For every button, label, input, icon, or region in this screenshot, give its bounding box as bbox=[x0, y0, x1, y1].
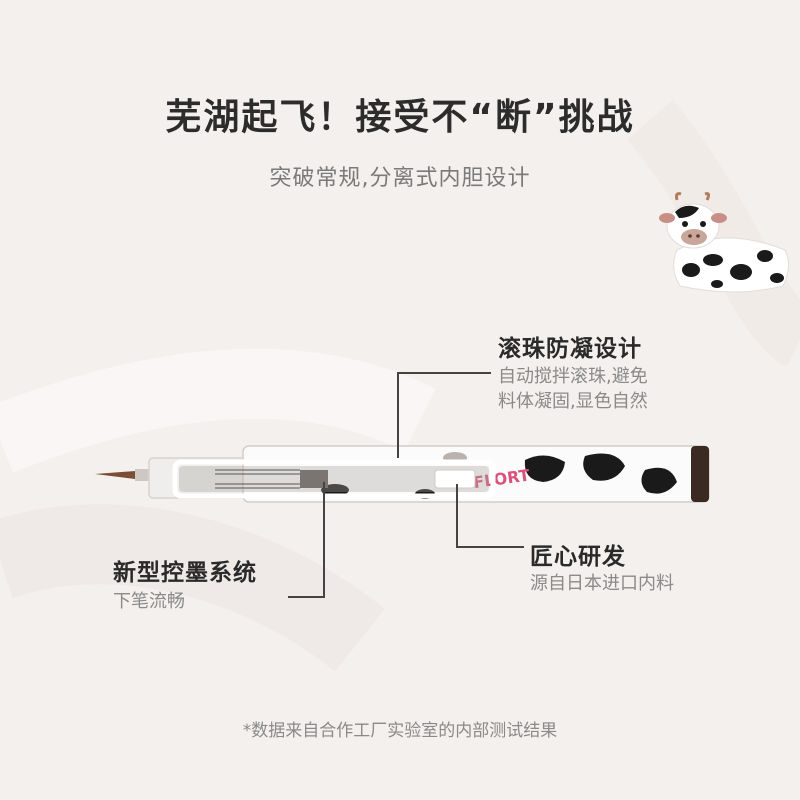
connector-ink-vertical bbox=[323, 482, 325, 596]
subtitle: 突破常规,分离式内胆设计 bbox=[269, 166, 531, 191]
ball-design-title: 滚珠防凝设计 bbox=[498, 336, 642, 362]
connector-ink-horizontal bbox=[288, 596, 325, 598]
ball-design-desc-line1: 自动搅拌滚珠,避免 bbox=[498, 366, 648, 387]
connector-ball-horizontal bbox=[397, 372, 491, 374]
ink-system-desc: 下笔流畅 bbox=[113, 591, 185, 612]
ink-system-title: 新型控墨系统 bbox=[113, 560, 257, 586]
ball-design-desc-line2: 料体凝固,显色自然 bbox=[498, 391, 648, 412]
connector-ball-vertical bbox=[397, 372, 399, 458]
pen-tip bbox=[95, 471, 135, 479]
craft-desc: 源自日本进口内料 bbox=[530, 573, 674, 594]
footnote: *数据来自合作工厂实验室的内部测试结果 bbox=[242, 721, 558, 741]
cow-mascot-icon bbox=[659, 192, 789, 293]
connector-craft-horizontal bbox=[456, 546, 524, 548]
craft-title: 匠心研发 bbox=[530, 544, 626, 570]
connector-craft-vertical bbox=[456, 484, 458, 546]
eyeliner-pen: FLORT bbox=[95, 445, 710, 503]
headline: 芜湖起飞！接受不“断”挑战 bbox=[165, 97, 635, 138]
